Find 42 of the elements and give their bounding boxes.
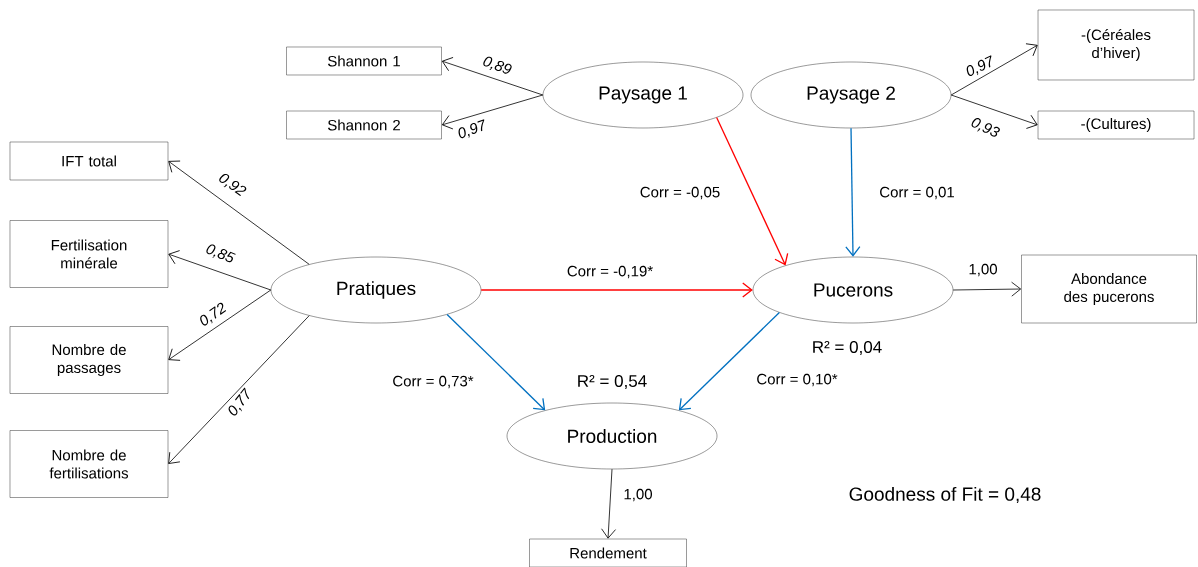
- arrow: [441, 57, 544, 96]
- arrow: [480, 282, 753, 298]
- edge-label: Corr = 0,01: [878, 185, 956, 201]
- r-squared-label: R² = 0,04: [813, 341, 882, 356]
- arrow: [168, 160, 310, 265]
- arrow: [678, 311, 781, 411]
- edge-label: Corr = -0,05: [638, 185, 722, 201]
- arrow: [952, 281, 1022, 297]
- edge-label: 0,92: [215, 170, 249, 200]
- indicator-box: Shannon 1: [286, 46, 442, 76]
- indicator-box: Shannon 2: [286, 110, 442, 140]
- arrow: [446, 313, 546, 411]
- edge-label: 0,89: [479, 53, 515, 79]
- indicator-box: -(Cultures): [1037, 110, 1195, 140]
- edge-label: 1,00: [967, 262, 999, 278]
- edge-label: Corr = 0,10*: [755, 372, 839, 388]
- indicator-box: -(Céréales d’hiver): [1037, 9, 1195, 81]
- arrow: [601, 468, 616, 539]
- arrow: [950, 43, 1038, 96]
- indicator-box: Fertilisation minérale: [9, 220, 169, 288]
- fit-note: Goodness of Fit = 0,48: [849, 486, 1041, 504]
- edge-label: 0,97: [454, 117, 490, 143]
- arrow: [716, 116, 789, 266]
- arrow: [168, 289, 272, 361]
- arrow: [168, 250, 272, 291]
- arrow: [168, 315, 310, 464]
- indicator-box: Rendement: [529, 538, 687, 567]
- indicator-box: Nombre de passages: [9, 326, 169, 394]
- indicator-box: IFT total: [9, 141, 169, 181]
- edge-label: 0,72: [196, 300, 230, 330]
- edge-label: 0,97: [962, 53, 998, 81]
- edge-label: 0,85: [202, 241, 238, 267]
- arrow: [950, 94, 1038, 129]
- indicator-box: Abondance des pucerons: [1021, 254, 1197, 324]
- indicator-box: Nombre de fertilisations: [9, 430, 169, 498]
- edge-label: 0,93: [967, 114, 1003, 142]
- r-squared-label: R² = 0,54: [578, 375, 647, 390]
- edge-label: 1,00: [622, 487, 654, 503]
- edge-label: Corr = 0,73*: [391, 374, 475, 390]
- arrow: [845, 127, 861, 257]
- arrow: [441, 94, 544, 130]
- edge-label: Corr = -0,19*: [565, 264, 655, 280]
